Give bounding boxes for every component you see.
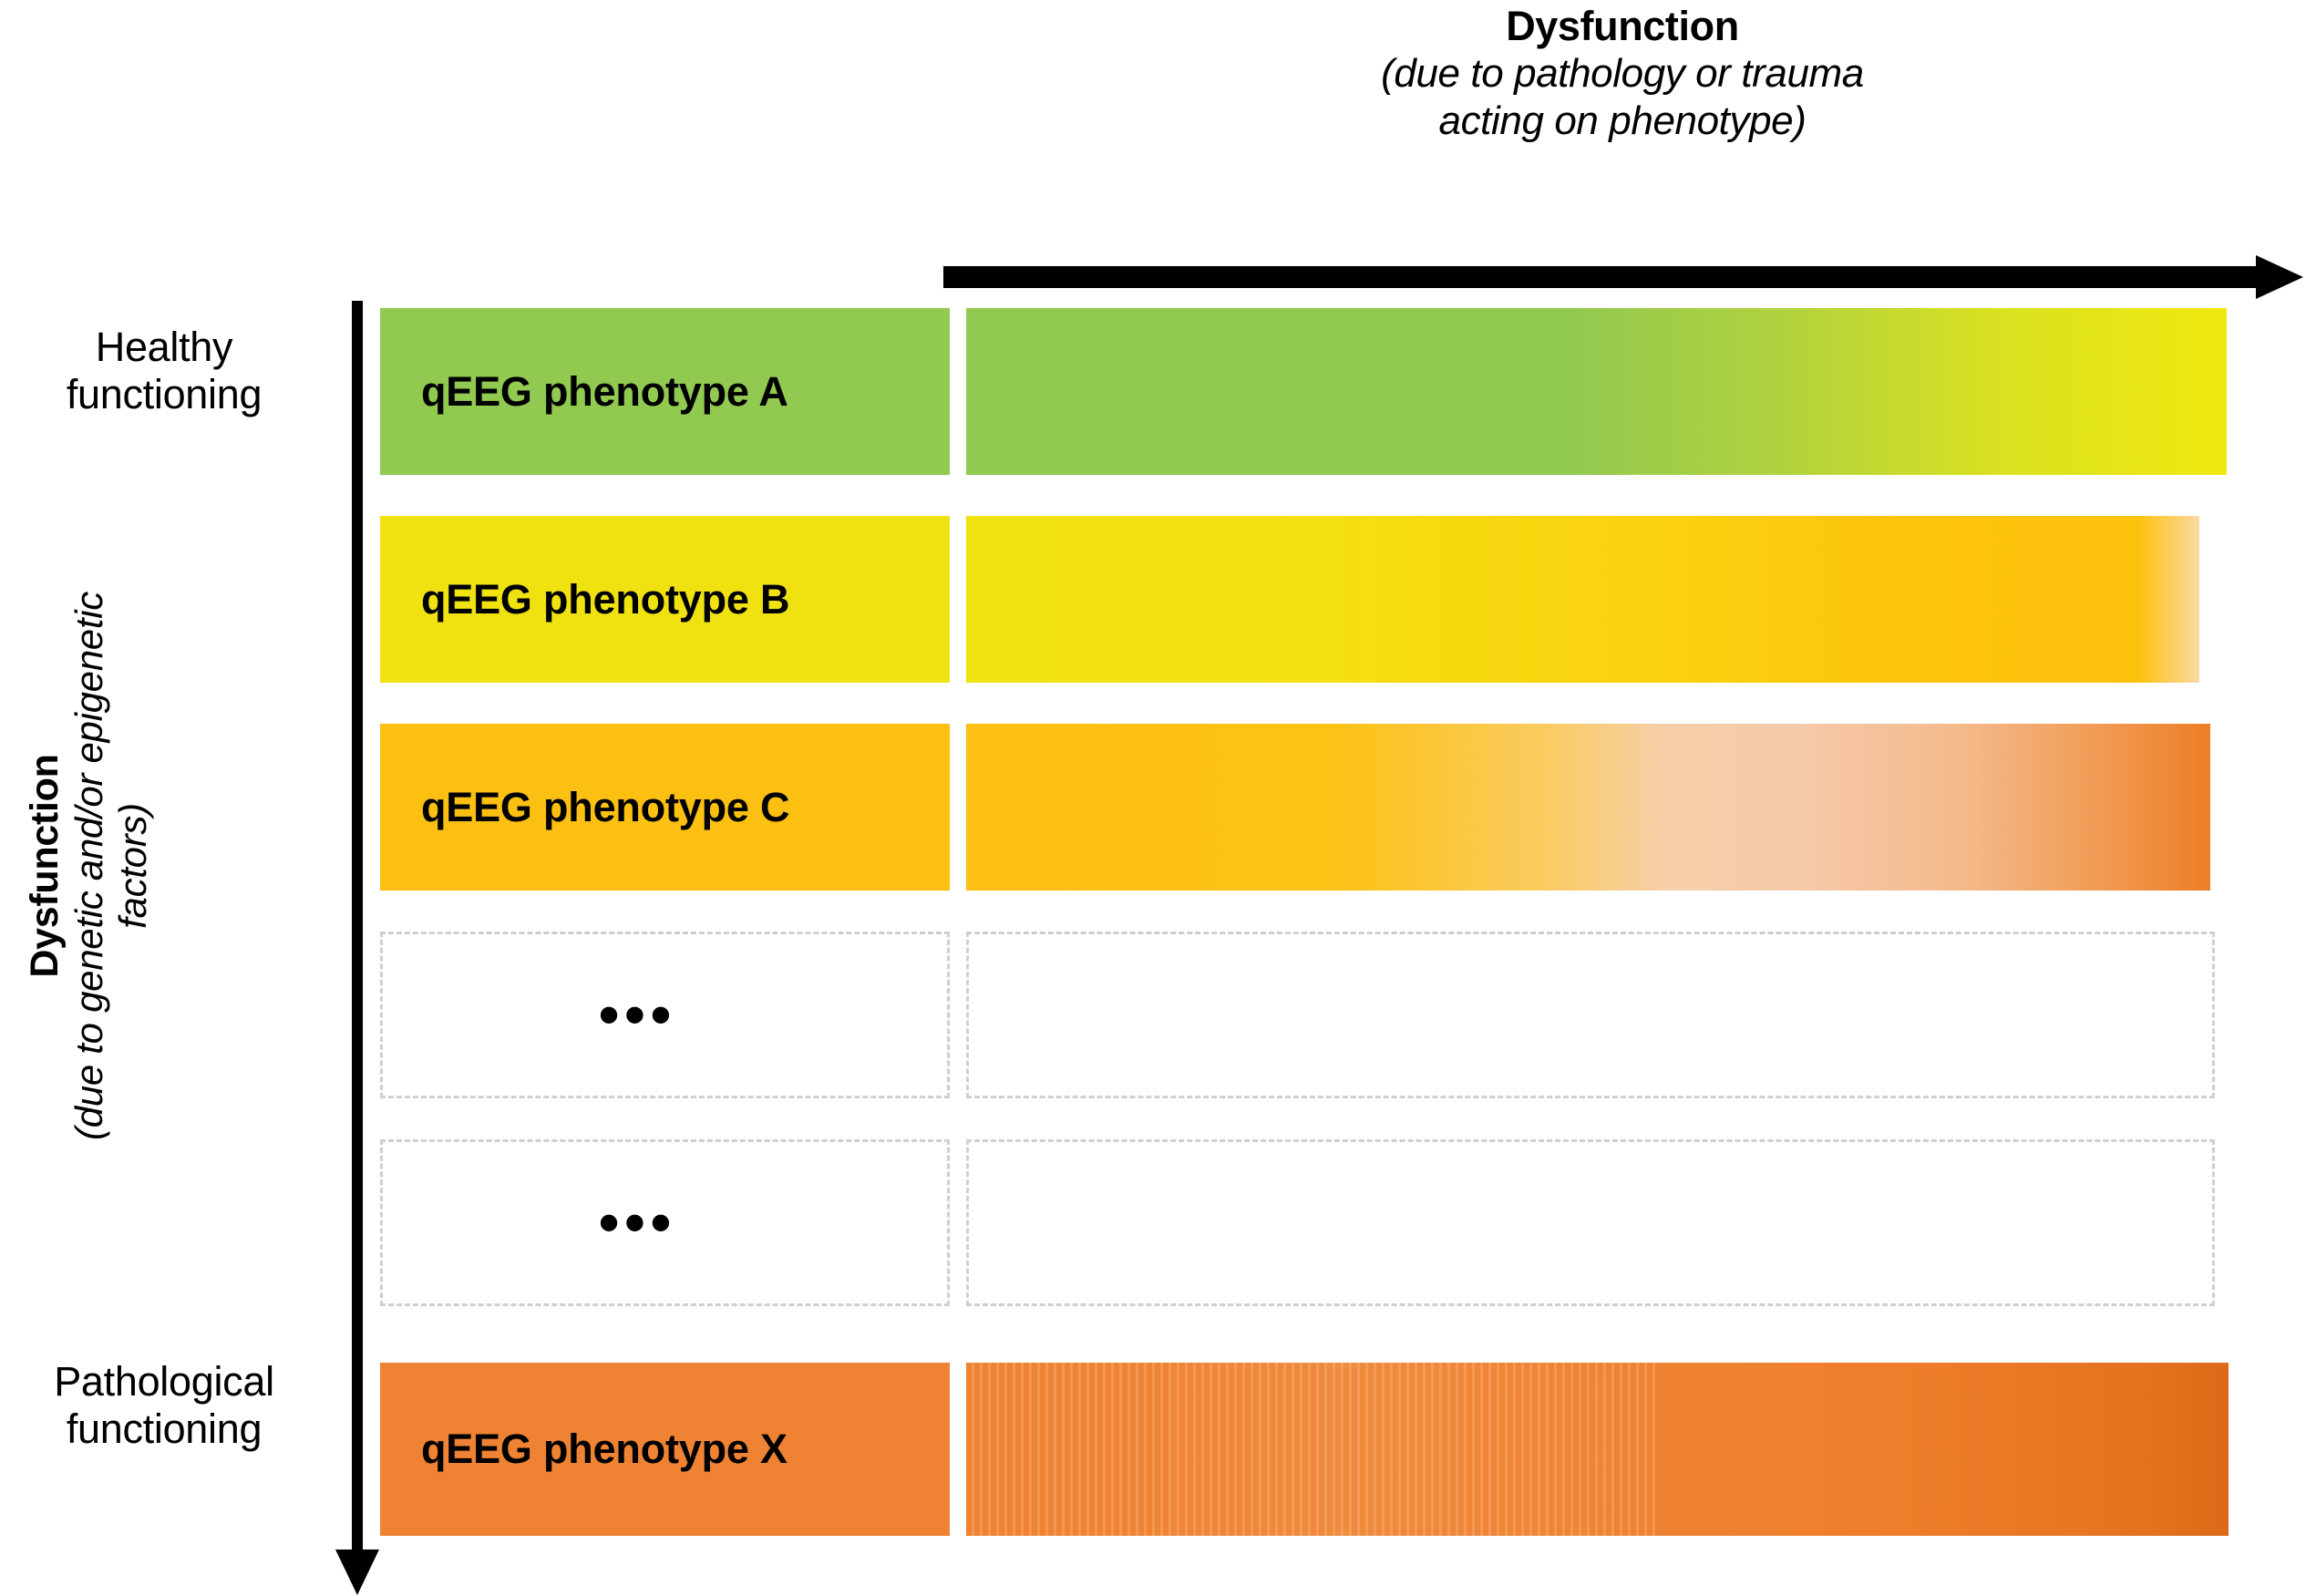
- phenotype-placeholder-2-label-box: •••: [380, 1139, 950, 1306]
- label-healthy-line2: functioning: [66, 371, 263, 418]
- top-axis-subtitle-line1: (due to pathology or trauma: [1381, 51, 1864, 97]
- phenotype-c-gradient-band: [966, 724, 2210, 891]
- phenotype-placeholder-1-band: [966, 932, 2215, 1098]
- ellipsis-icon: •••: [598, 1189, 677, 1256]
- phenotype-x-stripe-overlay: [966, 1363, 1661, 1536]
- phenotype-a-label: qEEG phenotype A: [421, 367, 788, 415]
- left-axis-label: Dysfunction (due to genetic and/or epige…: [23, 547, 160, 1185]
- phenotype-c-label: qEEG phenotype C: [421, 783, 790, 830]
- left-axis-subtitle: (due to genetic and/or epigenetic factor…: [67, 592, 154, 1140]
- phenotype-b-label-box[interactable]: qEEG phenotype B: [380, 516, 950, 683]
- label-pathological-line2: functioning: [66, 1406, 263, 1453]
- phenotype-x-label-box[interactable]: qEEG phenotype X: [380, 1363, 950, 1536]
- phenotype-a-gradient-band: [966, 308, 2227, 475]
- top-axis-subtitle-line2: acting on phenotype): [1438, 98, 1807, 143]
- phenotype-c-label-box[interactable]: qEEG phenotype C: [380, 724, 950, 891]
- ellipsis-icon: •••: [598, 982, 677, 1048]
- dysfunction-axis-arrow-right-icon: [943, 255, 2303, 299]
- left-axis-title: Dysfunction: [23, 754, 67, 978]
- top-axis-title: Dysfunction: [1506, 3, 1739, 49]
- top-axis-header: Dysfunction (due to pathology or trauma …: [948, 2, 2297, 145]
- phenotype-placeholder-1-label-box: •••: [380, 932, 950, 1098]
- label-pathological-line1: Pathological: [54, 1358, 274, 1405]
- phenotype-x-gradient-band: [966, 1363, 2229, 1536]
- phenotype-x-label: qEEG phenotype X: [421, 1426, 788, 1472]
- label-healthy-line1: Healthy: [95, 324, 233, 370]
- label-healthy-functioning: Healthy functioning: [0, 324, 328, 418]
- phenotype-b-label: qEEG phenotype B: [421, 575, 790, 623]
- phenotype-b-gradient-band: [966, 516, 2199, 683]
- phenotype-a-label-box[interactable]: qEEG phenotype A: [380, 308, 950, 475]
- label-pathological-functioning: Pathological functioning: [0, 1358, 328, 1453]
- phenotype-placeholder-2-band: [966, 1139, 2215, 1306]
- dysfunction-axis-arrow-down-icon: [335, 301, 379, 1595]
